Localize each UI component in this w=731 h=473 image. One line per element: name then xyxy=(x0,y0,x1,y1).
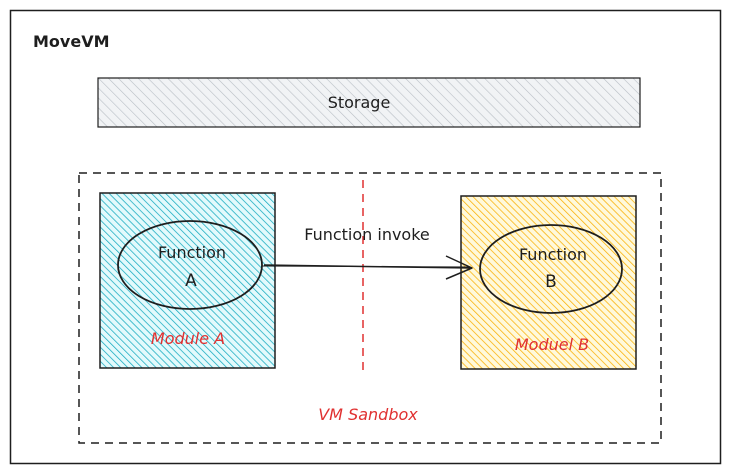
module-b: Function B Moduel B xyxy=(460,195,637,370)
vm-sandbox-boundary xyxy=(78,172,662,444)
arrowhead-icon xyxy=(445,255,473,280)
function-b-label-line1: Function xyxy=(519,245,587,264)
module-a-label: Module A xyxy=(151,329,225,348)
vm-sandbox-label: VM Sandbox xyxy=(318,405,418,424)
function-a-node xyxy=(117,220,263,310)
function-b-node xyxy=(479,224,623,314)
function-a-label-line1: Function xyxy=(158,243,226,262)
module-b-label: Moduel B xyxy=(515,335,589,354)
storage-block: Storage xyxy=(97,77,641,128)
movevm-title: MoveVM xyxy=(33,32,110,51)
function-b-label-line2: B xyxy=(545,272,557,292)
storage-label: Storage xyxy=(328,93,391,112)
function-a-label-line2: A xyxy=(185,271,197,291)
module-a: Function A Module A xyxy=(99,192,276,369)
movevm-container xyxy=(9,9,722,465)
function-invoke-arrow xyxy=(261,255,473,280)
function-invoke-label: Function invoke xyxy=(304,225,430,244)
